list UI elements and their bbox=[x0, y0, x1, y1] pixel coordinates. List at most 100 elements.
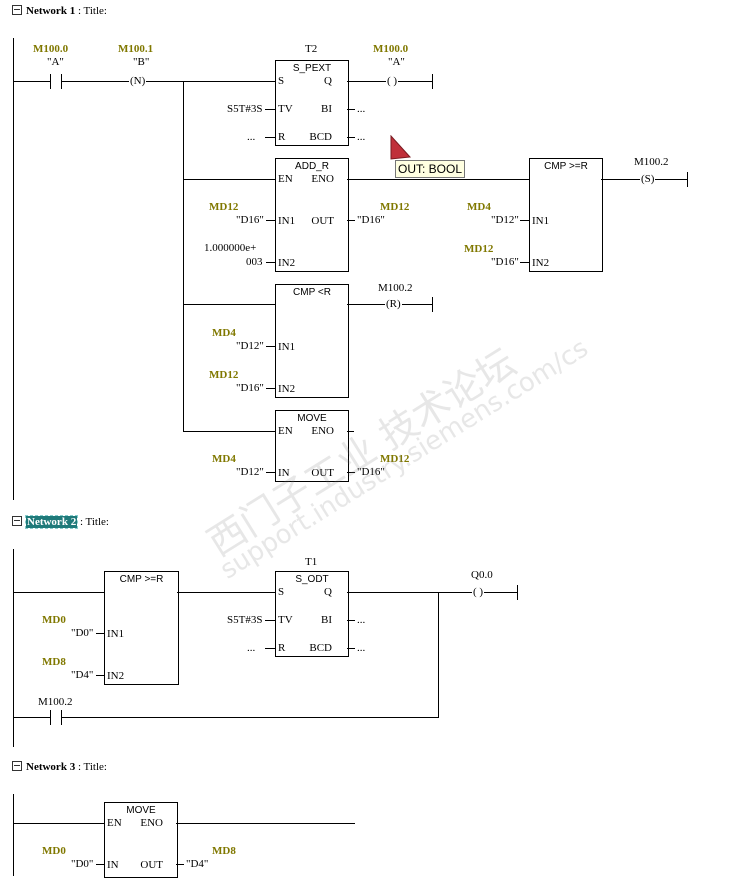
pin-en: EN bbox=[278, 173, 293, 185]
block-type: S_ODT bbox=[295, 574, 329, 585]
cmp-lt-r-block[interactable]: CMP <R IN1 IN2 bbox=[275, 284, 349, 398]
timer-name: T1 bbox=[305, 556, 318, 568]
in-address: MD4 bbox=[212, 453, 236, 465]
pin-r: R bbox=[278, 642, 286, 654]
bi-value: ... bbox=[357, 614, 366, 626]
pin-s: S bbox=[278, 586, 285, 598]
reset-coil[interactable]: (R) bbox=[385, 298, 402, 310]
in1-address: MD12 bbox=[209, 201, 239, 213]
collapse-icon[interactable] bbox=[12, 5, 22, 15]
out-symbol: "D16" bbox=[357, 214, 385, 226]
r-value: ... bbox=[247, 642, 256, 654]
contact-address: M100.0 bbox=[33, 43, 69, 55]
no-contact[interactable] bbox=[50, 710, 62, 725]
block-type: CMP <R bbox=[293, 287, 331, 298]
contact-symbol: "A" bbox=[47, 56, 64, 68]
output-coil[interactable]: ( ) bbox=[386, 75, 399, 87]
pin-in: IN bbox=[278, 467, 290, 479]
power-rail bbox=[13, 38, 14, 500]
timer-name: T2 bbox=[305, 43, 318, 55]
network-2-header[interactable]: Network 2 : Title: bbox=[12, 515, 109, 529]
out-address: MD8 bbox=[212, 845, 236, 857]
block-type: CMP >=R bbox=[544, 161, 588, 172]
pin-eno: ENO bbox=[311, 173, 334, 185]
branch-wire bbox=[183, 81, 184, 432]
bcd-value: ... bbox=[357, 642, 366, 654]
timer-block-s-pext[interactable]: S_PEXT S TV R Q BI BCD bbox=[275, 60, 349, 146]
network-label: Network bbox=[26, 5, 67, 17]
mouse-cursor-icon bbox=[390, 135, 412, 160]
output-coil[interactable]: ( ) bbox=[472, 586, 485, 598]
block-type: S_PEXT bbox=[292, 63, 332, 74]
move-block[interactable]: MOVE EN ENO IN OUT bbox=[275, 410, 349, 482]
pin-in: IN bbox=[107, 859, 119, 871]
pin-in2: IN2 bbox=[278, 257, 296, 269]
pin-tv: TV bbox=[278, 103, 293, 115]
bi-value: ... bbox=[357, 103, 366, 115]
block-type: MOVE bbox=[126, 805, 156, 816]
pin-bi: BI bbox=[321, 614, 332, 626]
pin-in2: IN2 bbox=[107, 670, 125, 682]
no-contact[interactable] bbox=[50, 74, 62, 89]
in1-symbol: "D12" bbox=[236, 340, 264, 352]
coil-address: Q0.0 bbox=[471, 569, 493, 581]
in2-symbol: "D16" bbox=[491, 256, 519, 268]
in2-value-exp: 003 bbox=[246, 256, 263, 268]
set-coil[interactable]: (S) bbox=[640, 173, 656, 185]
edge-address: M100.1 bbox=[118, 43, 154, 55]
network-title: Title: bbox=[85, 516, 109, 528]
pin-eno: ENO bbox=[311, 425, 334, 437]
pin-out: OUT bbox=[140, 859, 163, 871]
pin-tv: TV bbox=[278, 614, 293, 626]
negative-edge-coil[interactable]: (N) bbox=[129, 75, 147, 87]
in-symbol: "D0" bbox=[71, 858, 94, 870]
network-title: Title: bbox=[83, 761, 107, 773]
watermark-chinese: 西门子工业 技术论坛 bbox=[199, 339, 524, 565]
add-r-block[interactable]: ADD_R EN ENO IN1 OUT IN2 bbox=[275, 158, 349, 272]
tv-value: S5T#3S bbox=[227, 103, 263, 115]
pin-in1: IN1 bbox=[532, 215, 550, 227]
tooltip: OUT: BOOL bbox=[395, 160, 466, 178]
timer-block-s-odt[interactable]: S_ODT S TV R Q BI BCD bbox=[275, 571, 349, 657]
in-symbol: "D12" bbox=[236, 466, 264, 478]
in2-value: 1.000000e+ bbox=[204, 242, 257, 254]
edge-symbol: "B" bbox=[133, 56, 150, 68]
pin-in2: IN2 bbox=[532, 257, 550, 269]
in-address: MD0 bbox=[42, 845, 66, 857]
in1-address: MD0 bbox=[42, 614, 66, 626]
in1-symbol: "D12" bbox=[491, 214, 519, 226]
network-title: Title: bbox=[83, 5, 107, 17]
power-rail bbox=[13, 794, 14, 876]
network-label: Network bbox=[27, 516, 68, 528]
out-address: MD12 bbox=[380, 201, 410, 213]
collapse-icon[interactable] bbox=[12, 516, 22, 526]
network-label: Network bbox=[26, 761, 67, 773]
power-rail bbox=[13, 549, 14, 747]
bcd-value: ... bbox=[357, 131, 366, 143]
coil-address: M100.2 bbox=[634, 156, 669, 168]
pin-in2: IN2 bbox=[278, 383, 296, 395]
cmp-ge-r-block[interactable]: CMP >=R IN1 IN2 bbox=[104, 571, 179, 685]
move-block[interactable]: MOVE EN ENO IN OUT bbox=[104, 802, 178, 878]
collapse-icon[interactable] bbox=[12, 761, 22, 771]
cmp-ge-r-block[interactable]: CMP >=R IN1 IN2 bbox=[529, 158, 603, 272]
block-type: CMP >=R bbox=[119, 574, 164, 585]
pin-in1: IN1 bbox=[278, 341, 296, 353]
pin-en: EN bbox=[107, 817, 122, 829]
pin-in1: IN1 bbox=[278, 215, 296, 227]
pin-in1: IN1 bbox=[107, 628, 125, 640]
pin-bcd: BCD bbox=[309, 642, 332, 654]
pin-q: Q bbox=[324, 75, 332, 87]
tv-value: S5T#3S bbox=[227, 614, 263, 626]
in2-symbol: "D4" bbox=[71, 669, 94, 681]
pin-bcd: BCD bbox=[309, 131, 332, 143]
network-1-header[interactable]: Network 1 : Title: bbox=[12, 4, 107, 18]
out-symbol: "D4" bbox=[186, 858, 209, 870]
pin-en: EN bbox=[278, 425, 293, 437]
in2-address: MD12 bbox=[209, 369, 239, 381]
in2-address: MD8 bbox=[42, 656, 66, 668]
in1-address: MD4 bbox=[212, 327, 236, 339]
pin-out: OUT bbox=[311, 467, 334, 479]
network-3-header[interactable]: Network 3 : Title: bbox=[12, 760, 107, 774]
coil-address: M100.0 bbox=[373, 43, 409, 55]
